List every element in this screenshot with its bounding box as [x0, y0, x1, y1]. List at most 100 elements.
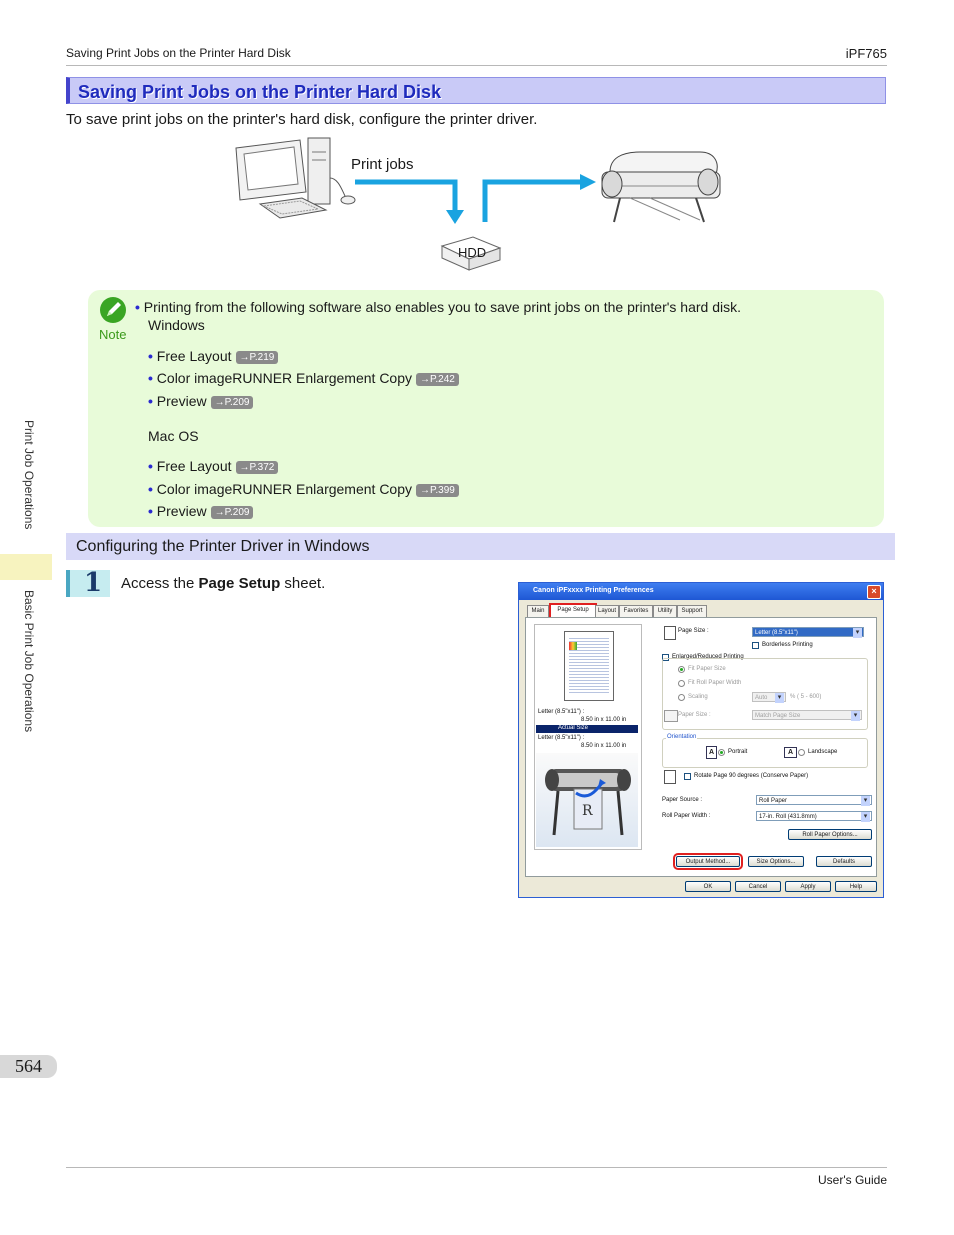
- page-size-label: Page Size :: [678, 628, 709, 634]
- svg-text:R: R: [582, 803, 593, 819]
- scaling-label: Scaling: [688, 694, 708, 700]
- original-size-value: 8.50 in x 11.00 in: [581, 717, 627, 723]
- help-button[interactable]: Help: [835, 881, 877, 892]
- printing-preferences-dialog: Canon iPFxxxx Printing Preferences × Mai…: [518, 582, 884, 898]
- page-ref-link[interactable]: →P.219: [235, 351, 279, 364]
- landscape-icon: A: [784, 747, 797, 758]
- computer-icon: [235, 137, 356, 219]
- roll-width-select[interactable]: 17-in. Roll (431.8mm): [756, 811, 872, 822]
- ok-button[interactable]: OK: [685, 881, 731, 892]
- close-icon[interactable]: ×: [867, 585, 881, 599]
- roll-width-label: Roll Paper Width :: [662, 813, 711, 819]
- bullet-icon: •: [148, 503, 153, 519]
- side-tab-section: Basic Print Job Operations: [8, 590, 48, 750]
- page-number: 564: [15, 1056, 42, 1076]
- cancel-button[interactable]: Cancel: [735, 881, 781, 892]
- pencil-check-icon: [99, 296, 127, 324]
- side-tab-chapter-label: Print Job Operations: [22, 420, 36, 530]
- list-item: • Free Layout→P.219: [148, 348, 279, 364]
- list-item: • Color imageRUNNER Enlargement Copy→P.3…: [148, 481, 459, 497]
- list-item-label: Color imageRUNNER Enlargement Copy: [156, 481, 413, 497]
- portrait-label: Portrait: [728, 749, 748, 755]
- section-heading: Configuring the Printer Driver in Window…: [76, 538, 370, 555]
- paper-source-label: Paper Source :: [662, 797, 703, 803]
- enlarged-checkbox[interactable]: [662, 654, 669, 661]
- apply-button[interactable]: Apply: [785, 881, 831, 892]
- print-job-diagram: Print jobs HDD: [230, 134, 730, 284]
- paper-source-select[interactable]: Roll Paper: [756, 795, 872, 806]
- running-header-title: Saving Print Jobs on the Printer Hard Di…: [66, 46, 291, 60]
- bullet-icon: •: [148, 348, 153, 364]
- dialog-title: Canon iPFxxxx Printing Preferences: [533, 587, 654, 594]
- list-item: • Preview→P.209: [148, 393, 254, 409]
- step-text-after: sheet.: [280, 575, 326, 592]
- page-ref-link[interactable]: →P.242: [416, 373, 459, 386]
- bullet-icon: •: [148, 393, 153, 409]
- fit-roll-width-radio[interactable]: [678, 680, 685, 687]
- note-bullet-row: • Printing from the following software a…: [135, 299, 741, 315]
- footer-guide-name: User's Guide: [818, 1173, 887, 1187]
- dialog-title-bar: Canon iPFxxxx Printing Preferences ×: [519, 583, 883, 600]
- roll-paper-options-button[interactable]: Roll Paper Options...: [788, 829, 872, 840]
- fit-paper-size-radio[interactable]: [678, 666, 685, 673]
- bullet-icon: •: [148, 458, 153, 474]
- tab-utility[interactable]: Utility: [653, 605, 677, 617]
- page-ref-link[interactable]: →P.372: [235, 461, 279, 474]
- tab-layout[interactable]: Layout: [595, 605, 619, 617]
- header-divider: [66, 65, 887, 66]
- rotate-label: Rotate Page 90 degrees (Conserve Paper): [694, 773, 809, 779]
- size-options-button[interactable]: Size Options...: [748, 856, 804, 867]
- borderless-checkbox[interactable]: [752, 642, 759, 649]
- orientation-label: Orientation: [666, 734, 698, 740]
- borderless-label: Borderless Printing: [762, 642, 813, 648]
- list-item-label: Preview: [156, 393, 207, 409]
- portrait-radio[interactable]: [718, 749, 725, 756]
- page-ref-link[interactable]: →P.209: [210, 506, 254, 519]
- printer-illustration: R: [536, 753, 638, 847]
- page-size-select[interactable]: Letter (8.5"x11"): [752, 627, 864, 638]
- section-heading-bar: Configuring the Printer Driver in Window…: [66, 533, 895, 560]
- fit-paper-size-label: Fit Paper Size: [688, 666, 726, 672]
- hdd-label: HDD: [458, 245, 486, 260]
- original-size-label: Letter (8.5"x11") :: [538, 709, 585, 715]
- mac-heading: Mac OS: [148, 428, 199, 444]
- output-method-button[interactable]: Output Method...: [673, 853, 743, 870]
- page-title: Saving Print Jobs on the Printer Hard Di…: [78, 82, 442, 102]
- list-item-label: Free Layout: [156, 458, 232, 474]
- step-text-before: Access the: [121, 575, 199, 592]
- windows-heading: Windows: [148, 317, 205, 333]
- output-size-label: Letter (8.5"x11") :: [538, 735, 585, 741]
- intro-paragraph: To save print jobs on the printer's hard…: [66, 111, 538, 128]
- tab-support[interactable]: Support: [677, 605, 707, 617]
- output-size-value: 8.50 in x 11.00 in: [581, 743, 627, 749]
- bullet-icon: •: [148, 481, 153, 497]
- portrait-icon: A: [706, 746, 717, 759]
- list-item-label: Preview: [156, 503, 207, 519]
- enlarged-label: Enlarged/Reduced Printing: [672, 654, 744, 660]
- enlarged-group: [662, 658, 868, 730]
- list-item: • Preview→P.209: [148, 503, 254, 519]
- orientation-group: [662, 738, 868, 768]
- page-size-icon: [664, 626, 676, 640]
- print-jobs-label: Print jobs: [351, 156, 414, 173]
- step-number: 1: [84, 568, 103, 598]
- page-number-badge: 564: [0, 1055, 57, 1078]
- rotate-icon: [664, 770, 676, 784]
- step-number-badge: 1: [66, 568, 110, 598]
- list-item: • Color imageRUNNER Enlargement Copy→P.2…: [148, 370, 459, 386]
- defaults-button[interactable]: Defaults: [816, 856, 872, 867]
- note-bullet-text: Printing from the following software als…: [143, 299, 742, 315]
- rotate-checkbox[interactable]: [684, 773, 691, 780]
- tab-main[interactable]: Main: [527, 605, 549, 617]
- page-ref-link[interactable]: →P.399: [416, 484, 459, 497]
- page-setup-panel: Letter (8.5"x11") : 8.50 in x 11.00 in A…: [525, 617, 877, 877]
- landscape-radio[interactable]: [798, 749, 805, 756]
- printer-icon: [601, 151, 721, 223]
- scaling-input[interactable]: Auto: [752, 692, 786, 703]
- arrows: [355, 174, 596, 224]
- bullet-icon: •: [148, 370, 153, 386]
- tab-favorites[interactable]: Favorites: [619, 605, 653, 617]
- scaling-radio[interactable]: [678, 694, 685, 701]
- paper-size-select[interactable]: Match Page Size: [752, 710, 862, 721]
- page-ref-link[interactable]: →P.209: [210, 396, 254, 409]
